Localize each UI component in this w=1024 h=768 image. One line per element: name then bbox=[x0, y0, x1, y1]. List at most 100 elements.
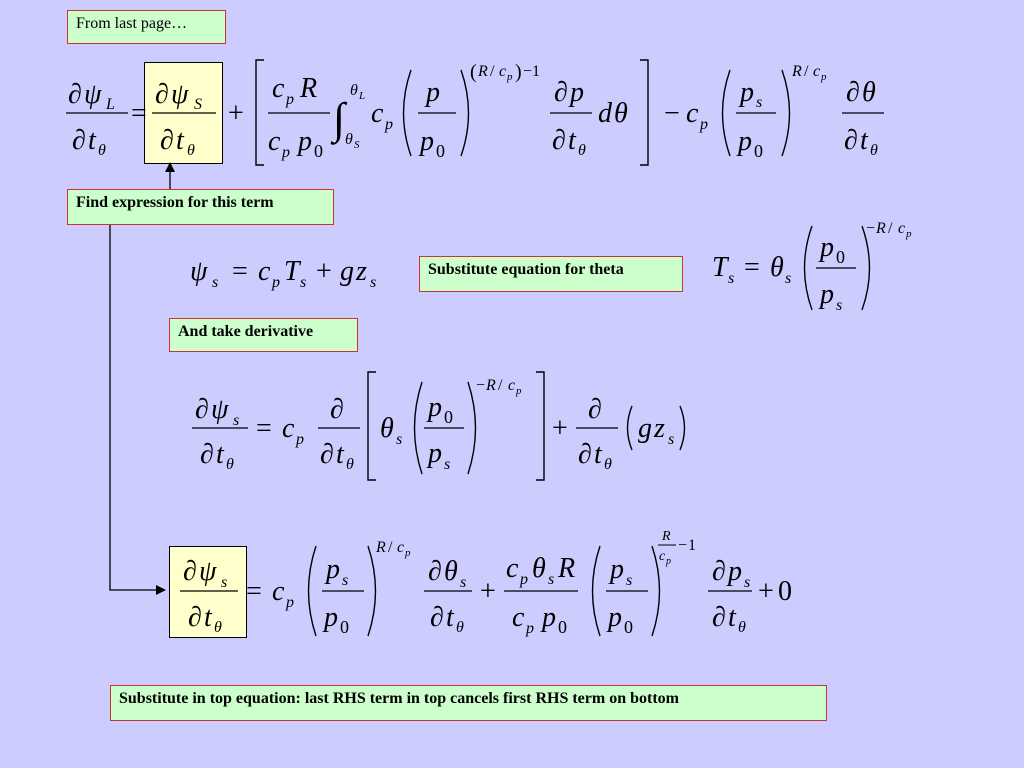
svg-text:/: / bbox=[490, 63, 495, 80]
svg-text:0: 0 bbox=[444, 407, 453, 427]
psi-s-definition: ψ s = c p T s + g z s bbox=[190, 256, 376, 291]
svg-text:R: R bbox=[485, 377, 496, 394]
svg-text:t: t bbox=[336, 439, 345, 470]
svg-text:p: p bbox=[404, 547, 411, 559]
svg-text:p: p bbox=[519, 571, 528, 588]
svg-text:0: 0 bbox=[314, 141, 323, 161]
svg-text:c: c bbox=[282, 413, 295, 444]
svg-text:∂: ∂ bbox=[428, 556, 442, 587]
from-last-page-label: From last page… bbox=[67, 10, 226, 44]
svg-text:t: t bbox=[176, 125, 185, 156]
svg-text:θ: θ bbox=[578, 142, 586, 159]
svg-text:θ: θ bbox=[214, 619, 222, 636]
svg-text:c: c bbox=[898, 220, 905, 237]
svg-text:0: 0 bbox=[436, 141, 445, 161]
result-equation: ∂ ψ s ∂ t θ = c p p s p 0 R / c p ∂ θ s … bbox=[180, 529, 792, 637]
svg-text:∂: ∂ bbox=[160, 125, 174, 156]
svg-text:R: R bbox=[375, 539, 386, 556]
svg-text:p: p bbox=[818, 279, 834, 310]
svg-text:−: − bbox=[678, 537, 687, 554]
svg-text:c: c bbox=[686, 98, 699, 129]
svg-text:d: d bbox=[598, 98, 613, 129]
svg-text:∂: ∂ bbox=[552, 125, 566, 156]
svg-text:∂: ∂ bbox=[155, 79, 169, 110]
svg-text:): ) bbox=[515, 61, 522, 83]
svg-text:p: p bbox=[295, 431, 304, 448]
svg-text:s: s bbox=[233, 412, 239, 429]
svg-text:t: t bbox=[860, 125, 869, 156]
svg-text:p: p bbox=[324, 554, 340, 585]
svg-text:+: + bbox=[316, 256, 332, 287]
svg-text:∂: ∂ bbox=[430, 602, 444, 633]
svg-text:∂: ∂ bbox=[188, 602, 202, 633]
svg-text:+: + bbox=[480, 576, 496, 607]
svg-text:0: 0 bbox=[778, 576, 792, 607]
svg-text:c: c bbox=[371, 98, 384, 129]
svg-text:p: p bbox=[281, 144, 290, 161]
svg-text:p: p bbox=[426, 392, 442, 423]
substitute-theta-label: Substitute equation for theta bbox=[419, 256, 683, 292]
svg-text:∂: ∂ bbox=[72, 125, 86, 156]
svg-text:t: t bbox=[88, 125, 97, 156]
svg-text:S: S bbox=[194, 96, 202, 113]
highlight-box-bottom bbox=[169, 546, 247, 638]
svg-text:θ: θ bbox=[345, 131, 353, 148]
svg-text:s: s bbox=[785, 270, 791, 287]
svg-text:=: = bbox=[131, 98, 147, 129]
ts-theta-equation: T s = θ s p 0 p s − R / c p bbox=[712, 220, 912, 314]
svg-text:p: p bbox=[738, 77, 754, 108]
svg-text:∂: ∂ bbox=[578, 439, 592, 470]
svg-text:ψ: ψ bbox=[211, 394, 229, 425]
svg-text:s: s bbox=[370, 274, 376, 291]
svg-text:p: p bbox=[506, 71, 513, 83]
svg-text:θ: θ bbox=[444, 556, 458, 587]
svg-text:p: p bbox=[905, 228, 912, 240]
svg-text:−: − bbox=[664, 98, 680, 129]
svg-text:θ: θ bbox=[380, 413, 394, 444]
svg-text:∂: ∂ bbox=[844, 125, 858, 156]
svg-text:g: g bbox=[638, 413, 652, 444]
svg-text:t: t bbox=[728, 602, 737, 633]
svg-text:s: s bbox=[756, 94, 762, 111]
svg-text:0: 0 bbox=[558, 617, 567, 637]
svg-text:p: p bbox=[606, 602, 622, 633]
svg-text:z: z bbox=[355, 256, 367, 287]
svg-text:p: p bbox=[525, 620, 534, 637]
svg-text:/: / bbox=[804, 63, 809, 80]
find-expression-label: Find expression for this term bbox=[67, 189, 334, 225]
svg-text:∂: ∂ bbox=[183, 556, 197, 587]
svg-text:t: t bbox=[594, 439, 603, 470]
svg-text:+: + bbox=[228, 98, 244, 129]
svg-text:c: c bbox=[659, 549, 666, 564]
svg-text:T: T bbox=[712, 252, 730, 283]
svg-text:p: p bbox=[384, 116, 393, 133]
svg-text:R: R bbox=[791, 63, 802, 80]
svg-text:θ: θ bbox=[614, 98, 628, 129]
svg-text:c: c bbox=[813, 63, 820, 80]
svg-text:c: c bbox=[272, 73, 285, 104]
svg-text:c: c bbox=[397, 539, 404, 556]
svg-text:c: c bbox=[272, 576, 285, 607]
svg-text:p: p bbox=[568, 77, 584, 108]
svg-text:p: p bbox=[665, 556, 671, 567]
svg-text:g: g bbox=[340, 256, 354, 287]
svg-text:1: 1 bbox=[532, 63, 540, 80]
svg-text:p: p bbox=[296, 126, 312, 157]
svg-text:∂: ∂ bbox=[712, 602, 726, 633]
connector-arrow-up bbox=[165, 162, 175, 189]
svg-text:θ: θ bbox=[862, 77, 876, 108]
svg-text:θ: θ bbox=[870, 142, 878, 159]
svg-text:0: 0 bbox=[624, 617, 633, 637]
svg-text:t: t bbox=[216, 439, 225, 470]
svg-text:+: + bbox=[758, 576, 774, 607]
svg-text:∂: ∂ bbox=[330, 394, 344, 425]
svg-text:p: p bbox=[424, 77, 440, 108]
svg-text:p: p bbox=[540, 602, 556, 633]
svg-text:=: = bbox=[256, 413, 272, 444]
svg-text:0: 0 bbox=[836, 247, 845, 267]
svg-text:R: R bbox=[299, 73, 317, 104]
svg-text:+: + bbox=[552, 413, 568, 444]
svg-text:c: c bbox=[508, 377, 515, 394]
svg-text:θ: θ bbox=[532, 553, 546, 584]
svg-text:/: / bbox=[888, 220, 893, 237]
